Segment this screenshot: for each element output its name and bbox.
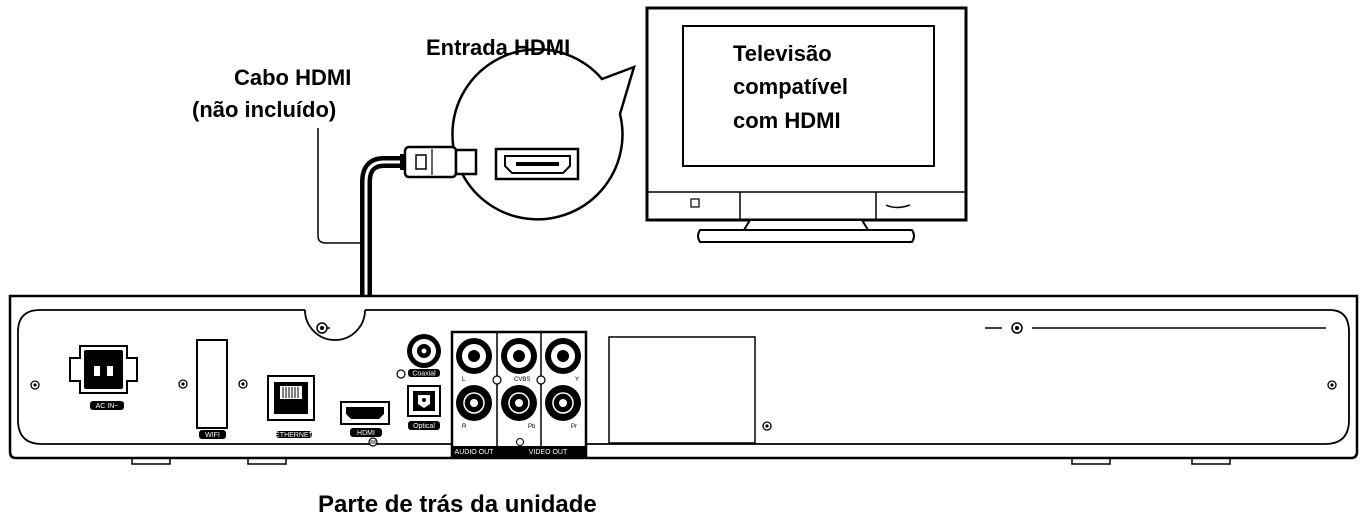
television: Televisão compatível com HDMI <box>645 6 968 243</box>
cvbs-label: CVBS <box>514 377 530 383</box>
av-output-block: AUDIO OUT VIDEO OUT L <box>450 330 588 458</box>
y-jack <box>545 338 581 374</box>
video-out-label: VIDEO OUT <box>529 449 568 456</box>
screw <box>762 421 772 431</box>
coaxial-port: Coaxial <box>396 334 441 379</box>
audio-r-jack <box>456 385 492 421</box>
audio-l-jack <box>456 338 492 374</box>
cvbs-jack <box>501 338 537 374</box>
tv-label-line2: compatível <box>733 74 848 99</box>
coaxial-label: Coaxial <box>412 371 436 378</box>
screw <box>238 379 248 389</box>
screw <box>316 322 328 334</box>
ac-in-label: AC IN~ <box>96 403 119 410</box>
unit-caption: Parte de trás da unidade <box>318 491 597 518</box>
audio-l-label: L <box>462 377 466 383</box>
callout-bubble <box>451 48 636 221</box>
unit-hdmi-port: HDMI <box>340 401 390 447</box>
pr-jack <box>545 385 581 421</box>
tv-label-line1: Televisão <box>733 41 832 66</box>
tv-stand-neck <box>742 219 870 231</box>
unit-hdmi-label: HDMI <box>357 430 375 437</box>
cable-label-line2: (não incluído) <box>192 97 336 122</box>
cable-label-line1: Cabo HDMI <box>234 65 351 90</box>
tv-power-button <box>690 198 700 208</box>
hdmi-port-icon <box>494 147 580 181</box>
screw <box>178 379 188 389</box>
tv-label-line3: com HDMI <box>733 108 841 133</box>
ac-in-socket: AC IN~ <box>69 345 138 410</box>
pb-jack <box>501 385 537 421</box>
hdmi-input-callout: Entrada HDMI <box>426 35 636 221</box>
tv-stand-base <box>697 229 915 243</box>
optical-port: Optical <box>407 385 441 430</box>
audio-r-label: R <box>462 424 467 430</box>
pb-label: Pb <box>528 424 536 430</box>
pr-label: Pr <box>571 424 577 430</box>
unit-rear-panel: AC IN~ WIFI ETHERNET HDMI <box>8 294 1359 465</box>
wifi-slot: WIFI <box>196 339 228 439</box>
y-label: Y <box>575 377 579 383</box>
tv-screen <box>682 25 935 167</box>
screw <box>30 380 40 390</box>
screw <box>1327 380 1337 390</box>
ethernet-label: ETHERNET <box>275 432 313 439</box>
screw <box>1011 322 1023 334</box>
hdmi-plug-tv-end <box>403 145 458 179</box>
hdmi-input-label: Entrada HDMI <box>426 35 570 60</box>
cable-label-leader <box>317 128 367 244</box>
audio-out-label: AUDIO OUT <box>455 449 495 456</box>
ethernet-port: ETHERNET <box>267 375 315 439</box>
blank-plate <box>608 336 756 444</box>
tv-logo <box>885 204 911 209</box>
optical-label: Optical <box>413 423 435 430</box>
wifi-label: WIFI <box>205 432 220 439</box>
